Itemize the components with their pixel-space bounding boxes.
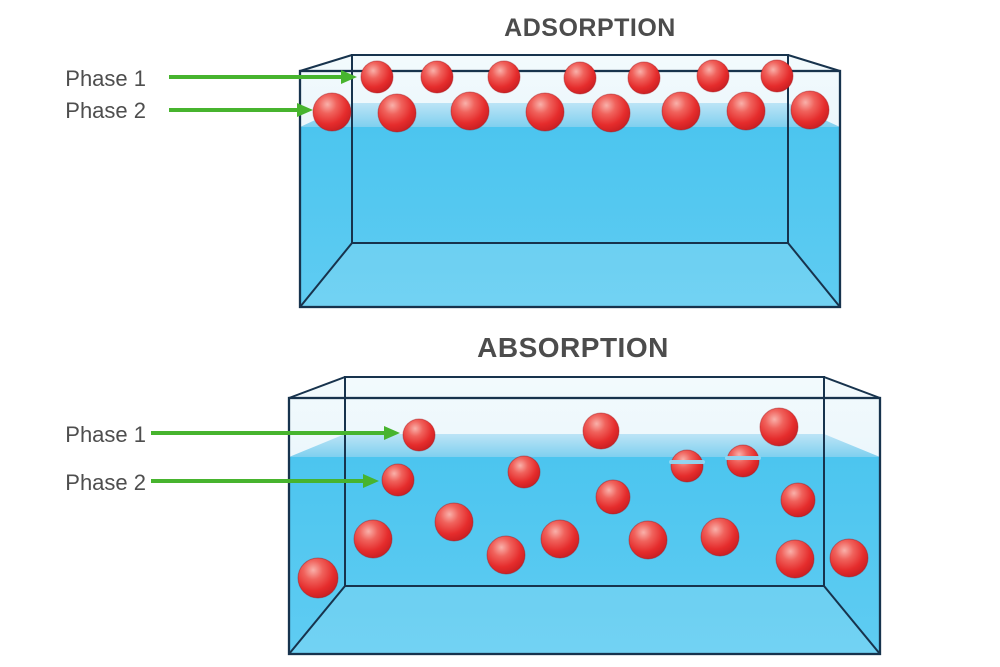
molecule-sphere: [627, 61, 661, 95]
molecule-sphere: [760, 59, 794, 93]
molecule-sphere: [312, 92, 352, 132]
molecule-sphere: [360, 60, 394, 94]
tank-corner-edge: [787, 242, 841, 308]
molecule-sphere: [353, 519, 393, 559]
molecule-sphere: [381, 463, 415, 497]
molecule-sphere: [487, 60, 521, 94]
molecule-sphere: [540, 519, 580, 559]
molecule-waterline: [669, 460, 705, 464]
molecule-sphere: [450, 91, 490, 131]
phase-2-arrowhead-icon: [297, 103, 313, 117]
tank-corner-edge: [288, 585, 346, 655]
liquid-body: [300, 127, 840, 307]
molecule-sphere: [759, 407, 799, 447]
molecule-sphere: [582, 412, 620, 450]
absorption-phase1-label: Phase 1: [65, 422, 146, 447]
molecule-sphere: [420, 60, 454, 94]
molecule-sphere: [661, 91, 701, 131]
molecule-sphere: [486, 535, 526, 575]
molecule-sphere: [628, 520, 668, 560]
molecule-sphere: [525, 92, 565, 132]
phase-1-arrowhead-icon: [384, 426, 400, 440]
adsorption-phase1-label: Phase 1: [65, 66, 146, 91]
adsorption-title: ADSORPTION: [504, 14, 676, 42]
tank-corner-edge: [288, 376, 346, 399]
molecule-waterline: [725, 456, 761, 460]
tank-back-edges: [351, 54, 789, 244]
molecule-sphere: [775, 539, 815, 579]
molecule-sphere: [595, 479, 631, 515]
adsorption-diagram: [169, 54, 842, 309]
molecule-sphere: [790, 90, 830, 130]
phase-2-arrowhead-icon: [363, 474, 379, 488]
molecule-sphere: [377, 93, 417, 133]
molecule-sphere: [434, 502, 474, 542]
absorption-phase2-label: Phase 2: [65, 470, 146, 495]
tank-front-edges: [287, 396, 882, 656]
tank-floor: [289, 586, 880, 654]
molecule-sphere: [563, 61, 597, 95]
tank-corner-edge: [787, 54, 841, 72]
tank-floor: [300, 243, 840, 307]
tank-corner-edge: [299, 242, 353, 308]
tank-corner-edge: [823, 376, 881, 399]
absorption-title: ABSORPTION: [477, 332, 669, 363]
molecule-sphere: [696, 59, 730, 93]
adsorption-phase2-label: Phase 2: [65, 98, 146, 123]
molecule-sphere: [670, 449, 704, 483]
tank-corner-edge: [299, 54, 353, 72]
molecule-sphere: [591, 93, 631, 133]
molecule-sphere: [829, 538, 869, 578]
liquid-surface: [300, 103, 840, 127]
molecule-sphere: [700, 517, 740, 557]
molecule-sphere: [507, 455, 541, 489]
molecule-sphere: [297, 557, 339, 599]
molecule-sphere: [726, 91, 766, 131]
molecule-sphere: [402, 418, 436, 452]
absorption-diagram: [151, 376, 882, 656]
molecule-sphere: [726, 444, 760, 478]
phase-1-arrowhead-icon: [341, 70, 357, 84]
tank-corner-edge: [823, 585, 881, 655]
molecule-sphere: [780, 482, 816, 518]
